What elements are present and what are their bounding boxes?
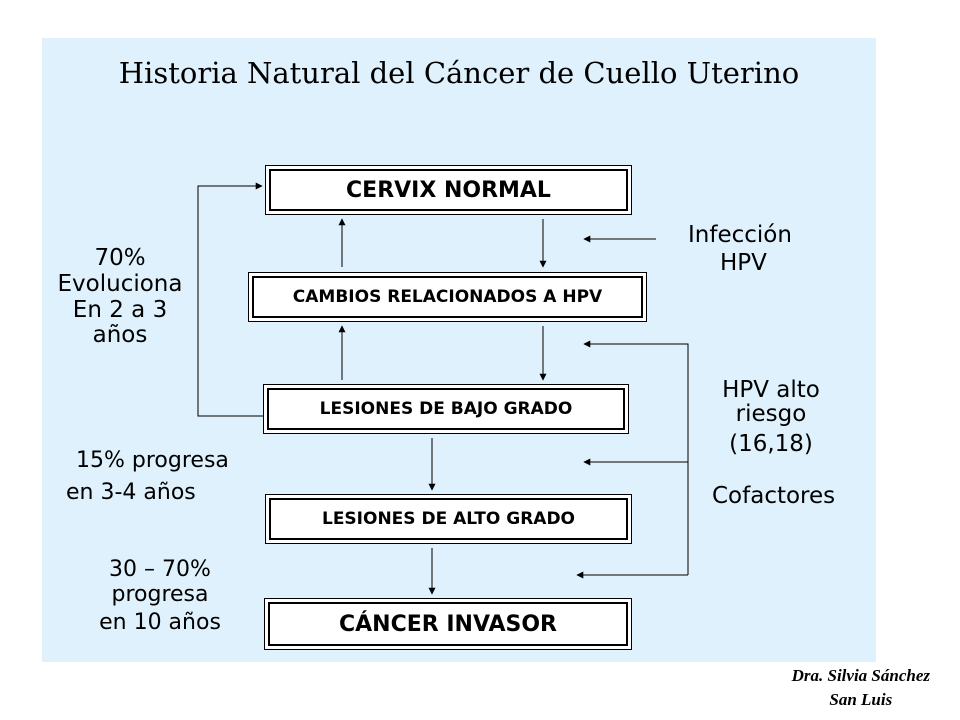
note-line: Evoluciona bbox=[57, 270, 183, 297]
note-line: (16,18) bbox=[729, 431, 813, 458]
note-line: HPV alto bbox=[722, 377, 820, 403]
progress-30-70-note: 30 – 70% progresa en 10 años bbox=[90, 557, 230, 636]
note-line: Infección bbox=[688, 222, 792, 248]
credit-author: Dra. Silvia Sánchez bbox=[791, 666, 930, 685]
cofactors-note: Cofactores bbox=[712, 483, 836, 509]
stage-cervix-normal: CERVIX NORMAL bbox=[265, 165, 632, 215]
note-line: años bbox=[92, 322, 148, 349]
note-line: 70% bbox=[94, 245, 146, 271]
note-line: riesgo bbox=[735, 401, 807, 428]
page-title: Historia Natural del Cáncer de Cuello Ut… bbox=[118, 56, 800, 90]
note-line: 15% progresa bbox=[76, 448, 229, 473]
stage-label: LESIONES DE ALTO GRADO bbox=[269, 498, 628, 540]
stage-invasive-cancer: CÁNCER INVASOR bbox=[264, 598, 632, 650]
stage-low-grade: LESIONES DE BAJO GRADO bbox=[263, 384, 629, 434]
stage-high-grade: LESIONES DE ALTO GRADO bbox=[265, 494, 632, 544]
stage-label: LESIONES DE BAJO GRADO bbox=[267, 388, 625, 430]
credit: Dra. Silvia Sánchez San Luis bbox=[792, 664, 930, 712]
stage-label: CÁNCER INVASOR bbox=[268, 602, 628, 646]
regression-note: 70% Evoluciona En 2 a 3 años bbox=[50, 245, 190, 349]
infection-note: Infección HPV bbox=[688, 222, 804, 277]
note-line: HPV bbox=[720, 249, 767, 276]
high-risk-bracket bbox=[584, 343, 689, 575]
note-line: 30 – 70% bbox=[109, 557, 211, 582]
stage-hpv-changes: CAMBIOS RELACIONADOS A HPV bbox=[248, 272, 647, 322]
credit-place: San Luis bbox=[829, 689, 893, 709]
slide-panel bbox=[42, 38, 876, 662]
stage-label: CAMBIOS RELACIONADOS A HPV bbox=[252, 276, 643, 318]
stage-label: CERVIX NORMAL bbox=[269, 169, 628, 211]
high-risk-note: HPV alto riesgo (16,18) bbox=[706, 377, 836, 458]
progress-15-note: 15% progresa en 3-4 años bbox=[66, 445, 246, 509]
note-line: en 10 años bbox=[99, 610, 221, 636]
regression-loop-line bbox=[197, 182, 263, 417]
note-line: progresa bbox=[111, 581, 209, 607]
note-line: En 2 a 3 bbox=[72, 296, 168, 323]
note-line: en 3-4 años bbox=[66, 479, 196, 505]
